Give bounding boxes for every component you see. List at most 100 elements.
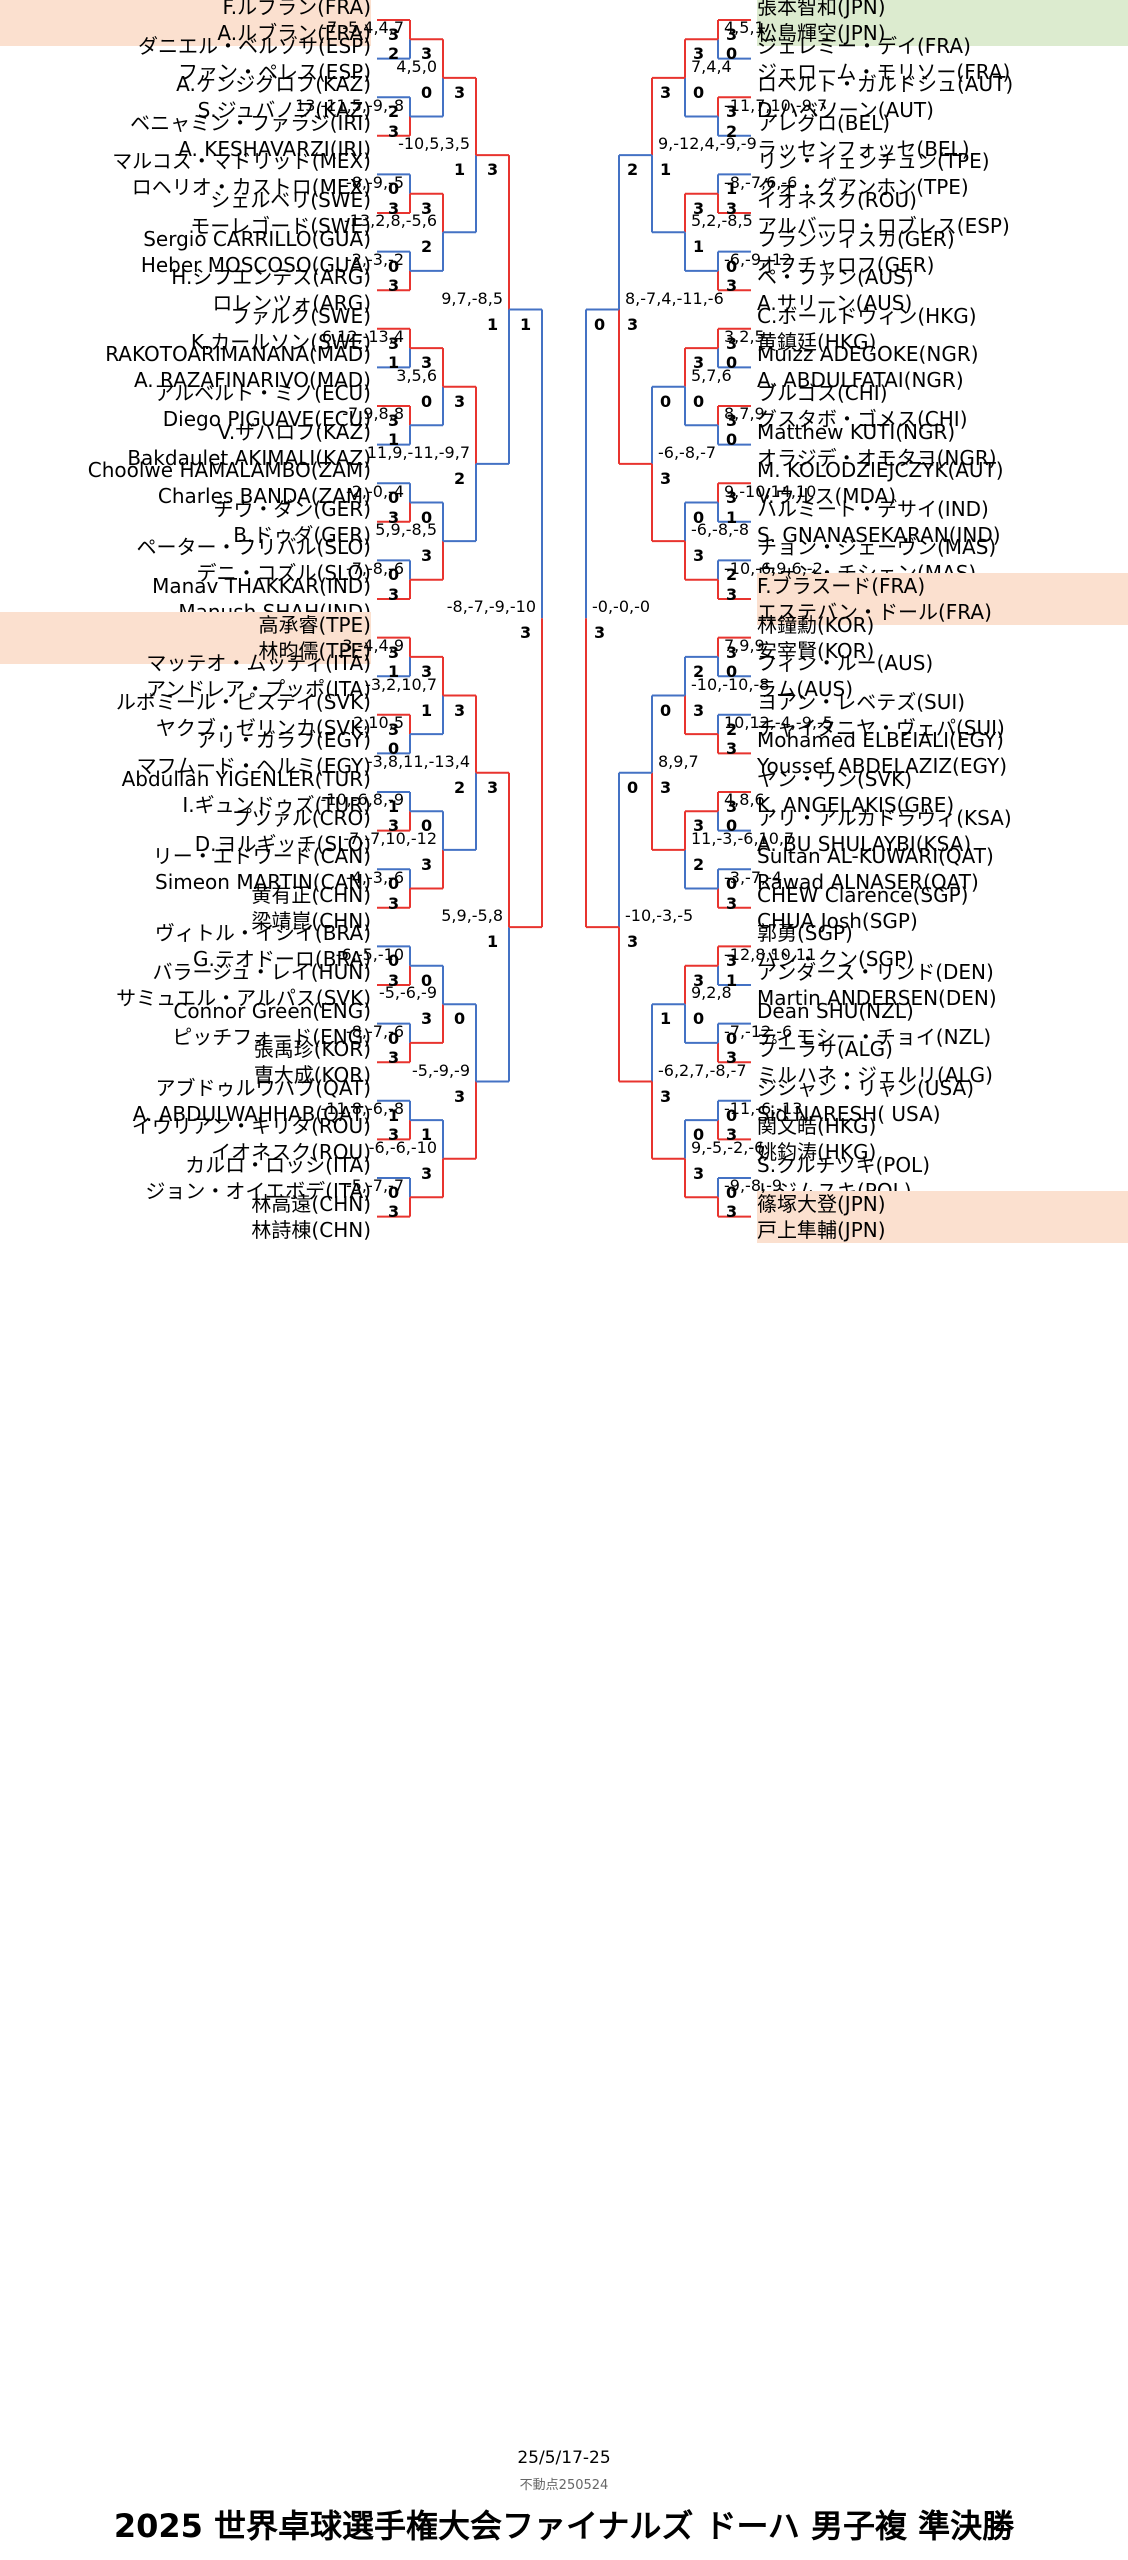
right-r2-m2-game-scores: 5,2,-8,5 [691, 211, 753, 231]
left-r2-m6-score-a: 0 [421, 816, 433, 836]
left-pair-26-player-2: サミュエル・アルパス(SVK) [116, 986, 371, 1010]
right-pair-32-player-2: 戸上隼輔(JPN) [757, 1216, 1128, 1243]
left-r1-m9-game-scores: 3,-4,4,9 [342, 635, 404, 655]
left-pair-30-player-1: イウリアン・キリタ(ROU) [131, 1114, 371, 1139]
left-r1-m12-score-b: 3 [388, 893, 400, 913]
left-r1-m1-game-scores: -7,-5,4,4,7 [321, 18, 404, 38]
left-r1-m3-score-a: 0 [388, 179, 400, 199]
right-pair-23-player-2: Rawad ALNASER(QAT) [757, 870, 979, 895]
right-pair-1-player-1: 張本智和(JPN) [757, 0, 1128, 20]
left-r2-m8-score-b: 3 [421, 1163, 433, 1183]
left-r4-m1-score-a: 3 [487, 160, 499, 180]
left-pair-11-player-1: アルベルト・ミノ(ECU) [154, 381, 371, 405]
right-r3-m3-score-b: 3 [660, 777, 672, 797]
left-r3-m4-score-b: 3 [454, 1086, 466, 1106]
left-r3-m1-game-scores: -10,5,3,5 [398, 134, 470, 154]
left-r1-m13-score-a: 0 [388, 951, 400, 971]
right-r2-m7-game-scores: 9,2,8 [691, 983, 732, 1003]
left-pair-5-player-1: マルコス・マドリッド(MEX) [112, 149, 371, 174]
left-pair-32-player-1: 林高遠(CHN) [251, 1191, 371, 1216]
right-r1-m12-game-scores: -3,-7,-4 [724, 867, 783, 887]
right-r2-m1-game-scores: 7,4,4 [691, 56, 732, 76]
right-r3-m4-score-a: 1 [660, 1009, 672, 1029]
right-pair-14-player-2: S. GNANASEKARAN(IND) [757, 522, 1001, 547]
right-pair-19-player-2: チャイタニヤ・ヴェパ(SUI) [757, 715, 1005, 740]
left-r1-m15-game-scores: -11,8,-6,-8 [320, 1099, 404, 1119]
right-pair-22-player-1: アリ・アルカドラウィ(KSA) [757, 805, 1012, 830]
left-r3-m3-score-b: 2 [454, 777, 466, 797]
right-r5-m1-game-scores: -0,-0,-0 [592, 597, 651, 617]
right-pair-19-player-1: ヨアン・レベテズ(SUI) [757, 689, 966, 714]
left-pair-6-player-1: シェルベリ(SWE) [210, 188, 371, 212]
right-r1-m8-score-a: 2 [726, 565, 738, 585]
left-pair-1-player-1: F.ルブラン(FRA) [0, 0, 371, 20]
left-r1-m1-score-a: 3 [388, 25, 400, 44]
right-r2-m6-score-a: 3 [693, 816, 705, 836]
right-r1-m15-score-a: 0 [726, 1105, 738, 1125]
right-r2-m8-game-scores: 9,-5,-2,-6 [691, 1137, 765, 1157]
right-pair-30-player-1: 関文皓(HKG) [757, 1114, 877, 1139]
right-pair-3-player-1: ロベルト・ガルドシュ(AUT) [757, 72, 1014, 97]
left-r1-m10-score-b: 0 [388, 739, 400, 759]
left-pair-13-player-1: Choolwe HAMALAMBO(ZAM) [87, 458, 371, 483]
left-r1-m12-score-a: 0 [388, 874, 400, 894]
left-r1-m3-game-scores: -8,-9,-5 [345, 172, 404, 192]
left-r3-m1-score-a: 3 [454, 82, 466, 102]
right-pair-13-player-1: M. KOLODZIEJCZYK(AUT) [757, 458, 1004, 483]
left-pair-6-player-2: モーレゴード(SWE) [190, 214, 371, 238]
right-r2-m8-score-a: 0 [693, 1125, 705, 1145]
right-pair-1-player-2: 松島輝空(JPN) [757, 20, 1128, 46]
left-pair-16-player-1: Manav THAKKAR(IND) [152, 574, 371, 598]
right-pair-14-player-1: ハルミート・デサイ(IND) [757, 496, 989, 521]
right-pair-29-player-1: ジシャン・リャン(USA) [757, 1075, 974, 1100]
right-pair-28-player-2: ミルハネ・ジェルリ(ALG) [757, 1063, 993, 1088]
left-r1-m7-score-a: 0 [388, 488, 400, 508]
left-r1-m2-game-scores: 13,-11,5,-9,-8 [295, 95, 404, 115]
right-pair-24-player-1: CHEW Clarence(SGP) [757, 882, 969, 907]
right-r1-m4-score-b: 3 [726, 275, 738, 295]
event-date: 25/5/17-25 [517, 2448, 611, 2468]
left-r3-m3-game-scores: -3,8,11,-13,4 [366, 751, 470, 771]
left-pair-2-player-2: ファン・ペレス(ESP) [178, 59, 371, 84]
left-r1-m9-score-b: 1 [388, 661, 400, 681]
left-r3-m2-score-b: 2 [454, 468, 466, 488]
right-pair-26-player-1: アンダース・リンド(DEN) [757, 960, 994, 984]
left-pair-32-player-2: 林詩棟(CHN) [251, 1217, 371, 1242]
right-pair-20-player-2: Youssef ABDELAZIZ(EGY) [757, 754, 1007, 779]
right-r2-m4-score-a: 0 [693, 507, 705, 527]
right-r2-m4-game-scores: -6,-8,-8 [691, 520, 750, 540]
right-r5-m1-score-b: 3 [594, 623, 606, 643]
left-r4-m2-game-scores: 5,9,-5,8 [441, 906, 503, 926]
right-r2-m7-score-a: 3 [693, 970, 705, 990]
left-pair-31-player-2: ジョン・オイエボデ(ITA) [145, 1179, 371, 1203]
left-r1-m5-score-a: 3 [388, 333, 400, 353]
right-pair-22-player-2: A. BU SHULAYBI(KSA) [757, 831, 972, 856]
left-pair-10-player-2: A. RAZAFINARIVO(MAD) [133, 368, 371, 393]
left-r2-m6-game-scores: -7,-7,10,-12 [343, 828, 437, 848]
right-r2-m5-score-b: 3 [693, 700, 705, 720]
right-r1-m16-score-b: 3 [726, 1202, 738, 1222]
right-pair-25-player-2: パン・クン(SGP) [757, 947, 914, 972]
left-pair-24-player-1: 黄有正(CHN) [251, 882, 371, 907]
right-r1-m1-score-b: 0 [726, 44, 738, 64]
left-pair-22-player-2: D.ヨルギッチ(SLO) [194, 831, 371, 856]
left-pair-17-player-1: 高承睿(TPE) [0, 611, 371, 638]
left-r1-m4-score-a: 0 [388, 256, 400, 276]
right-r2-m5-score-a: 2 [693, 661, 705, 681]
right-r1-m15-score-b: 3 [726, 1125, 738, 1145]
right-pair-29-player-2: Sid NARESH( USA) [757, 1101, 941, 1126]
left-r2-m4-score-b: 3 [421, 546, 433, 566]
right-r1-m13-game-scores: -12,8,10,11 [724, 944, 817, 964]
left-r2-m3-score-b: 0 [421, 391, 433, 411]
left-pair-27-player-2: ピッチフォード(ENG) [172, 1024, 371, 1049]
right-r3-m2-score-a: 0 [660, 391, 672, 411]
left-pair-18-player-1: マッテオ・ムッティ(ITA) [146, 651, 371, 676]
left-pair-20-player-1: アリ・ガラブ(EGY) [196, 728, 371, 753]
left-pair-15-player-2: デニ・コズル(SLO) [196, 561, 371, 586]
right-pair-17-player-1: 林鐘勳(KOR) [757, 612, 875, 637]
right-r1-m7-game-scores: 9,-10,14,10 [724, 481, 817, 501]
left-r2-m5-game-scores: -3,2,10,7 [365, 674, 437, 694]
right-pair-21-player-1: ヤン・ワン(SVK) [757, 767, 913, 791]
right-pair-26-player-2: Martin ANDERSEN(DEN) [757, 986, 997, 1010]
left-r1-m8-score-a: 0 [388, 565, 400, 585]
